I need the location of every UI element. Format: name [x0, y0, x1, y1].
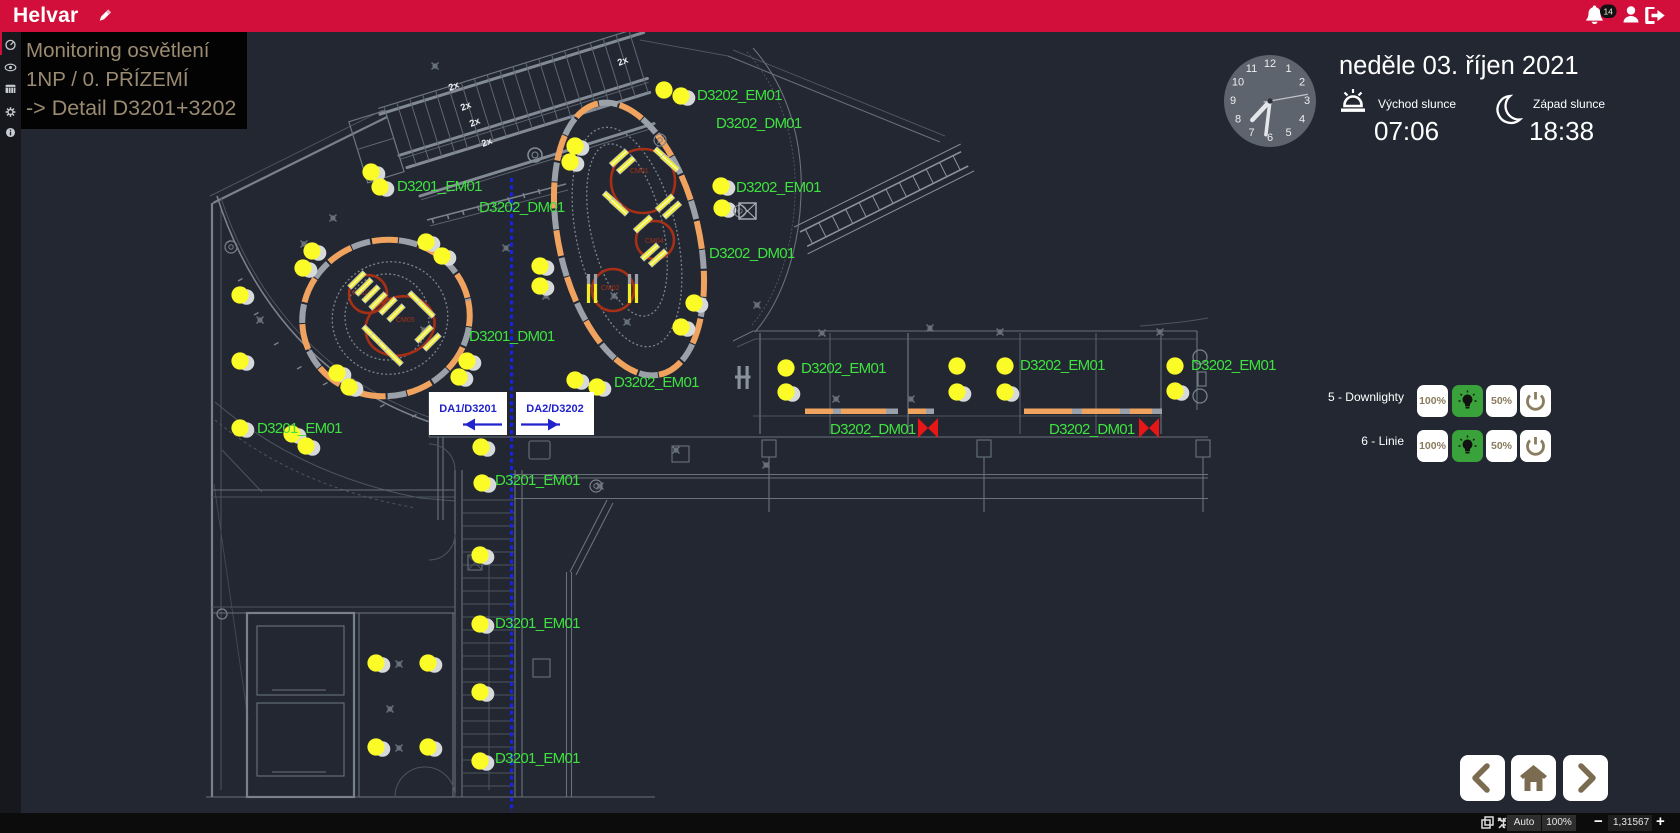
svg-text:14: 14: [1603, 7, 1613, 17]
svg-text:1: 1: [1285, 63, 1291, 75]
svg-text:CM01: CM01: [630, 168, 649, 175]
svg-text:D3201_DM01: D3201_DM01: [469, 328, 555, 345]
svg-text:2: 2: [1299, 77, 1305, 89]
svg-text:D3202_EM01: D3202_EM01: [736, 179, 821, 196]
svg-text:D3202_DM01: D3202_DM01: [1049, 421, 1135, 438]
svg-text:D3202_DM01: D3202_DM01: [709, 245, 795, 262]
svg-text:2x: 2x: [459, 99, 474, 113]
svg-text:DA1/D3201: DA1/D3201: [439, 403, 496, 415]
svg-text:DA2/D3202: DA2/D3202: [526, 403, 583, 415]
svg-text:D3202_DM01: D3202_DM01: [716, 115, 802, 132]
svg-text:CM05: CM05: [396, 317, 415, 324]
svg-text:3: 3: [1304, 95, 1310, 107]
svg-text:11: 11: [1246, 63, 1257, 75]
svg-text:D3202_EM01: D3202_EM01: [1191, 357, 1276, 374]
svg-text:D3202_EM01: D3202_EM01: [614, 374, 699, 391]
svg-text:CM04: CM04: [645, 238, 664, 245]
svg-text:6: 6: [1267, 132, 1273, 144]
svg-text:D3202_EM01: D3202_EM01: [697, 87, 782, 104]
svg-text:2x: 2x: [480, 135, 495, 149]
svg-text:9: 9: [1230, 95, 1236, 107]
svg-text:D3202_DM01: D3202_DM01: [479, 199, 565, 216]
svg-text:CM02: CM02: [601, 285, 620, 292]
svg-text:D3201_EM01: D3201_EM01: [495, 472, 580, 489]
svg-text:D3201_EM01: D3201_EM01: [257, 420, 342, 437]
svg-text:2x: 2x: [447, 79, 462, 93]
svg-text:4: 4: [1299, 114, 1305, 126]
svg-text:D3201_EM01: D3201_EM01: [495, 615, 580, 632]
svg-text:D3202_EM01: D3202_EM01: [801, 360, 886, 377]
svg-text:12: 12: [1264, 58, 1276, 70]
svg-text:8: 8: [1235, 114, 1241, 126]
svg-text:5: 5: [1285, 127, 1291, 139]
svg-text:D3201_EM01: D3201_EM01: [495, 750, 580, 767]
svg-text:D3202_DM01: D3202_DM01: [830, 421, 916, 438]
svg-text:D3202_EM01: D3202_EM01: [1020, 357, 1105, 374]
svg-text:2x: 2x: [616, 54, 631, 68]
svg-text:D3201_EM01: D3201_EM01: [397, 178, 482, 195]
svg-text:2x: 2x: [468, 115, 483, 129]
svg-text:10: 10: [1232, 77, 1244, 89]
svg-text:7: 7: [1248, 127, 1254, 139]
